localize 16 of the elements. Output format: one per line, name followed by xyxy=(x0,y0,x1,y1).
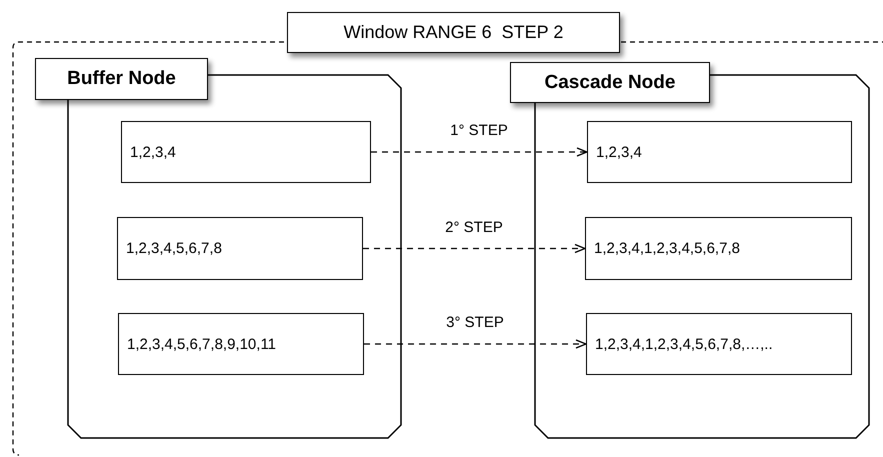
node-title: Cascade Node xyxy=(510,62,710,103)
window-title: Window RANGE 6 STEP 2 xyxy=(287,12,620,53)
node-container xyxy=(35,58,401,438)
value-box: 1,2,3,4,5,6,7,8 xyxy=(117,217,363,280)
node-container xyxy=(510,62,869,438)
node-title: Buffer Node xyxy=(35,58,208,100)
value-box: 1,2,3,4,5,6,7,8,9,10,11 xyxy=(118,313,364,375)
arrow xyxy=(371,147,588,157)
arrow xyxy=(363,244,586,254)
value-box: 1,2,3,4 xyxy=(587,121,852,183)
edge-label: 2° STEP xyxy=(443,218,505,236)
window-frame xyxy=(13,12,882,455)
value-box: 1,2,3,4,1,2,3,4,5,6,7,8 xyxy=(585,217,852,280)
arrow xyxy=(364,339,587,349)
value-box: 1,2,3,4 xyxy=(121,121,371,183)
value-box: 1,2,3,4,1,2,3,4,5,6,7,8,…,.. xyxy=(586,313,852,375)
